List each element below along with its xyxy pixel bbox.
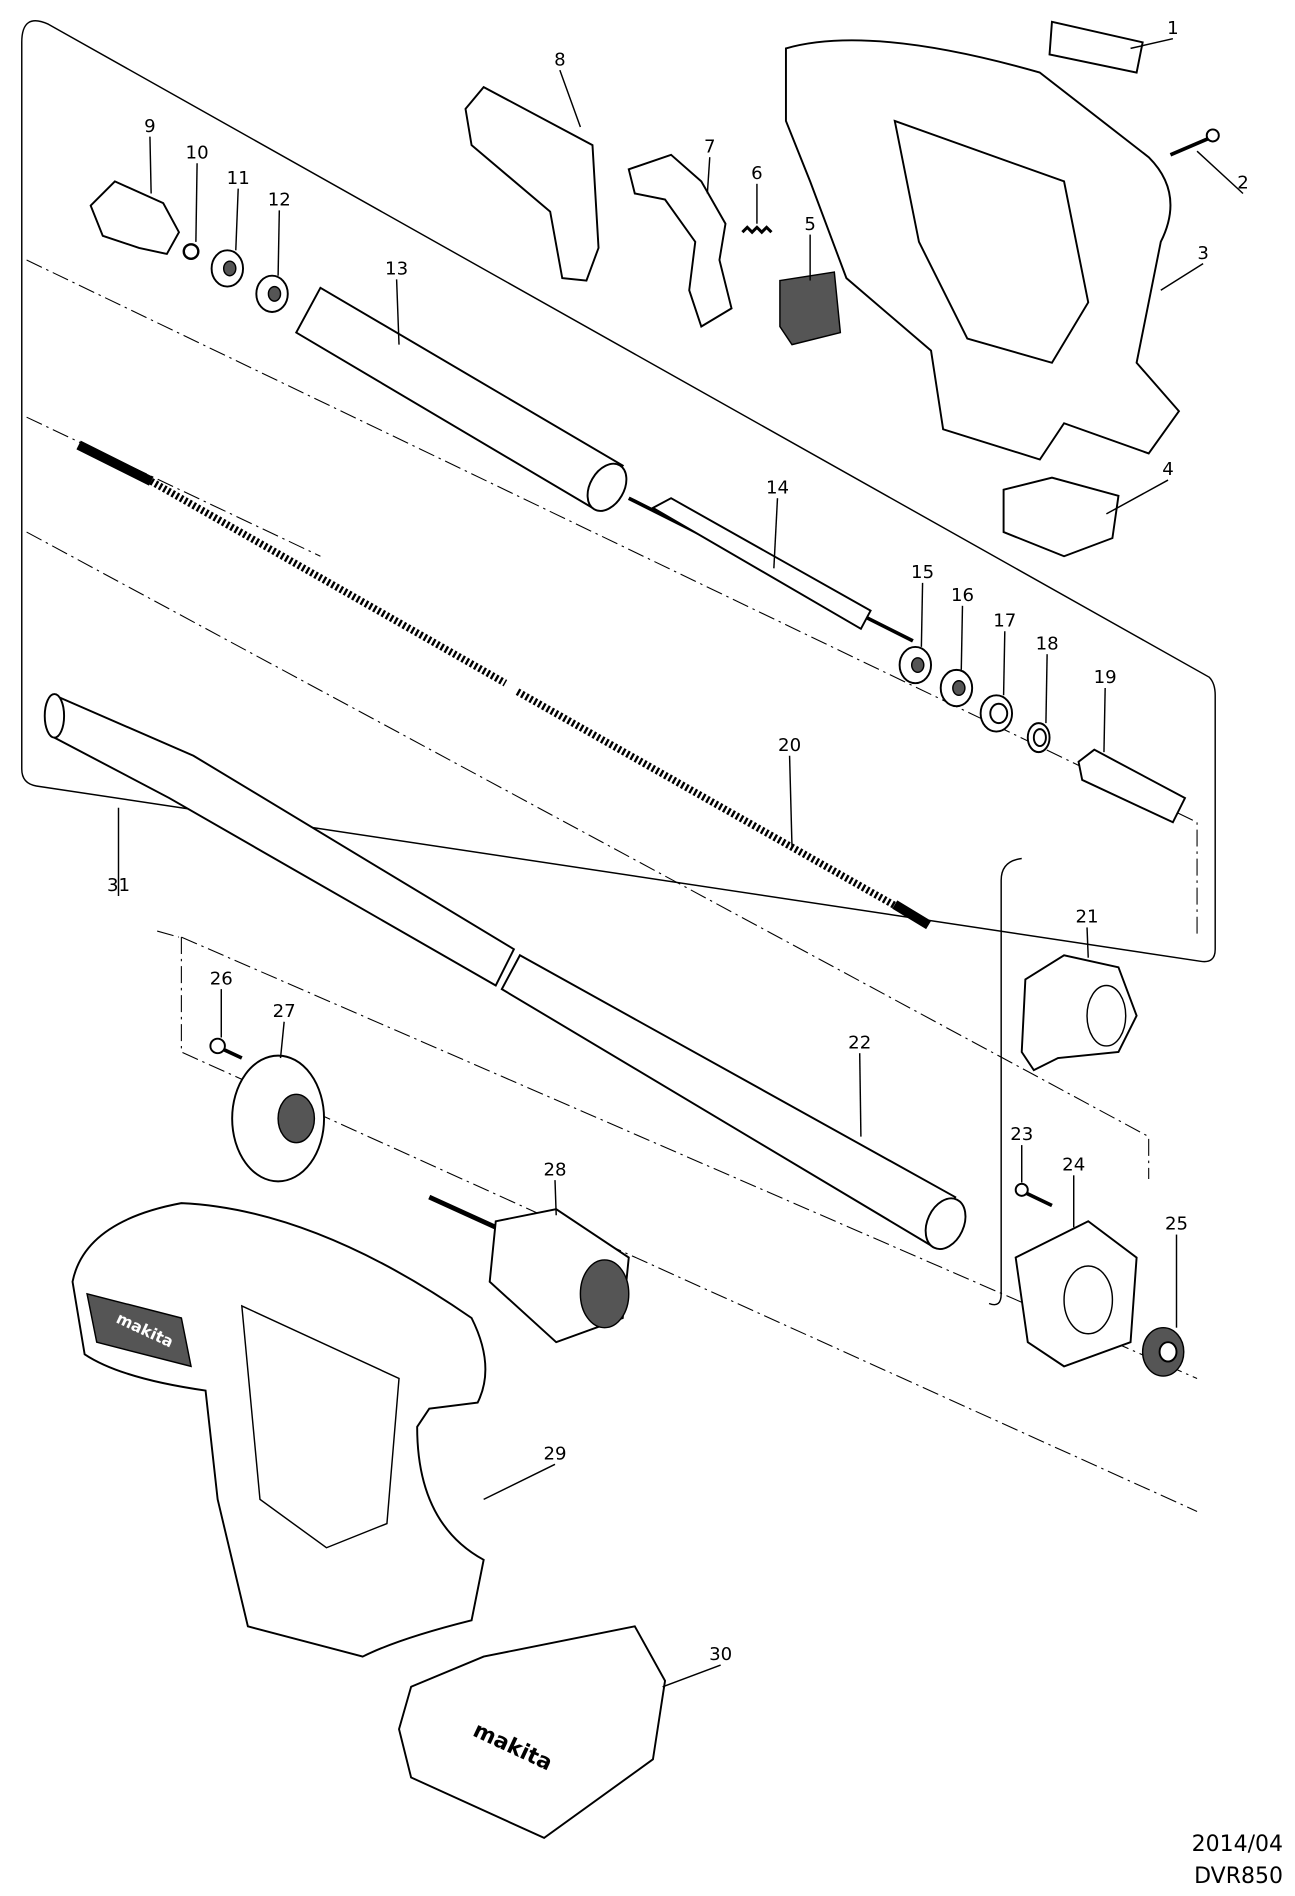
- part-4-switch-plate: [1002, 476, 1120, 558]
- part-29-housing: makita: [71, 1202, 487, 1658]
- leader-line-13: [395, 279, 400, 345]
- part-label-25: 25: [1165, 1214, 1188, 1235]
- part-7-trigger: [627, 153, 733, 328]
- part-19-sleeve: [1077, 748, 1187, 824]
- leader-line-17: [1002, 631, 1006, 696]
- part-label-30: 30: [709, 1644, 732, 1665]
- part-label-8: 8: [554, 49, 566, 70]
- part-label-18: 18: [1036, 633, 1059, 654]
- part-1-label-plate: [1048, 20, 1144, 74]
- part-label-5: 5: [804, 214, 816, 235]
- part-label-31: 31: [107, 875, 130, 896]
- leader-line-9: [149, 136, 152, 194]
- part-8-belt-hook: [464, 85, 600, 282]
- leader-line-20: [788, 755, 793, 847]
- part-15-bearing: [898, 645, 933, 685]
- part-label-16: 16: [951, 585, 974, 606]
- part-label-6: 6: [751, 163, 763, 184]
- part-14-spindle: [627, 496, 914, 643]
- part-28-motor: [428, 1194, 630, 1344]
- part-label-4: 4: [1162, 459, 1174, 480]
- part-label-9: 9: [144, 116, 156, 137]
- part-21-lock-ring: [1020, 954, 1138, 1072]
- leader-line-27: [279, 1021, 285, 1059]
- leader-line-29: [483, 1463, 556, 1501]
- leader-line-14: [773, 498, 779, 569]
- part-12-bearing: [255, 274, 289, 313]
- part-13-tube: [294, 286, 628, 512]
- model-number: DVR850: [1194, 1864, 1283, 1889]
- leader-line-3: [1160, 263, 1204, 291]
- part-26-screw: [209, 1037, 243, 1060]
- part-20-flexible-shaft: [76, 440, 932, 930]
- part-3-housing-half: [784, 39, 1181, 461]
- part-label-12: 12: [268, 190, 291, 211]
- part-number-labels: 1234567891011121314151617181920212223242…: [107, 18, 1249, 1688]
- part-24-flange: [1014, 1220, 1138, 1368]
- part-label-27: 27: [273, 1001, 296, 1022]
- part-16-bearing: [939, 668, 974, 708]
- leader-line-18: [1045, 654, 1048, 724]
- part-label-15: 15: [911, 562, 934, 583]
- leader-line-15: [920, 582, 924, 647]
- part-5-switch: [779, 271, 842, 346]
- leader-line-8: [559, 69, 582, 128]
- leader-line-28: [554, 1180, 557, 1216]
- leader-line-2: [1196, 150, 1244, 195]
- part-label-1: 1: [1167, 18, 1179, 39]
- part-label-28: 28: [543, 1159, 566, 1180]
- part-label-29: 29: [543, 1443, 566, 1464]
- part-label-17: 17: [993, 610, 1016, 631]
- leader-line-22: [858, 1053, 862, 1137]
- part-label-3: 3: [1197, 243, 1209, 264]
- part-17-seal: [979, 694, 1014, 733]
- leader-line-1: [1130, 38, 1174, 50]
- part-label-20: 20: [778, 735, 801, 756]
- part-18-ring: [1026, 722, 1051, 754]
- leader-line-12: [277, 210, 281, 276]
- part-10-retaining-ring: [182, 243, 200, 260]
- part-label-13: 13: [385, 259, 408, 280]
- part-23-screw: [1014, 1182, 1053, 1208]
- part-label-24: 24: [1062, 1154, 1085, 1175]
- leader-line-30: [662, 1664, 721, 1688]
- part-9-nose-cap: [89, 180, 181, 256]
- diagram-date: 2014/04: [1191, 1832, 1283, 1857]
- leader-line-10: [195, 163, 198, 242]
- part-27-motor-bracket: [231, 1054, 326, 1183]
- part-11-bearing: [210, 249, 245, 288]
- leader-line-7: [706, 157, 711, 194]
- part-22-tube-end: [500, 953, 967, 1250]
- part-31-extension-tube: [43, 693, 516, 987]
- part-label-26: 26: [210, 968, 233, 989]
- part-label-22: 22: [848, 1032, 871, 1053]
- leader-line-4: [1106, 479, 1169, 515]
- leader-line-19: [1103, 688, 1106, 753]
- part-label-7: 7: [704, 136, 716, 157]
- leader-line-11: [235, 188, 239, 251]
- part-label-11: 11: [227, 168, 250, 189]
- part-label-10: 10: [186, 142, 209, 163]
- leader-line-16: [960, 605, 964, 670]
- part-2-screw: [1169, 128, 1220, 157]
- part-6-spring: [741, 225, 773, 235]
- part-label-23: 23: [1010, 1124, 1033, 1145]
- part-25-bearing: [1141, 1326, 1185, 1377]
- part-label-19: 19: [1094, 667, 1117, 688]
- leader-line-21: [1086, 927, 1089, 958]
- part-label-14: 14: [766, 477, 789, 498]
- part-30-battery-cover: makita: [398, 1625, 667, 1840]
- part-label-21: 21: [1075, 907, 1098, 928]
- part-label-2: 2: [1237, 173, 1249, 194]
